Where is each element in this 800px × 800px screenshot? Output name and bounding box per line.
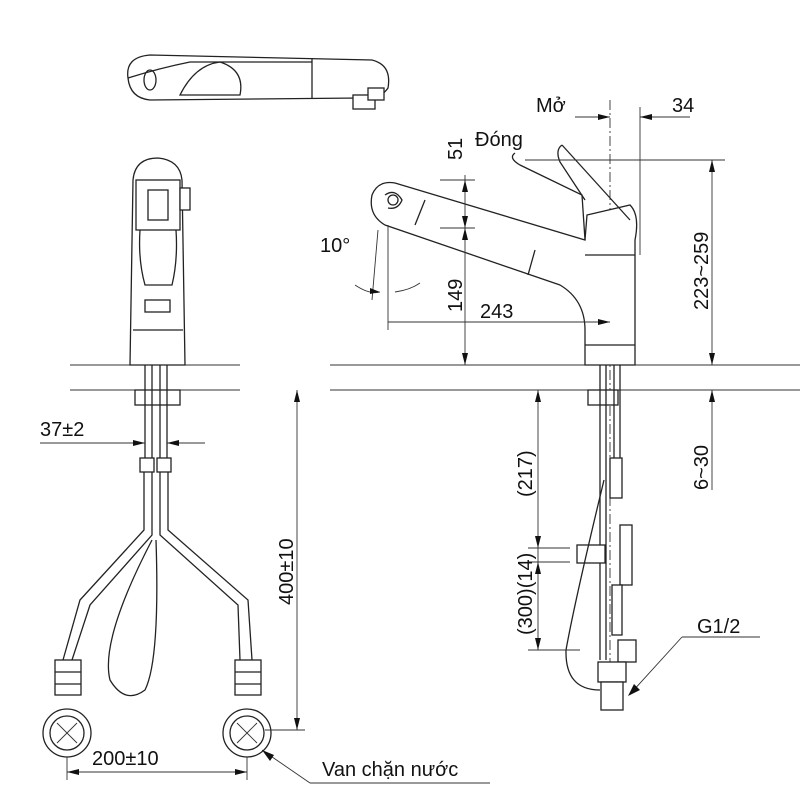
front-view [42,157,272,758]
label-open: Mở [536,95,566,117]
dim-spout-height: 149 [445,279,467,312]
label-thread-size: G1/2 [697,616,740,638]
dim-hose-length: 400±10 [276,538,298,605]
dim-lever-offset: 34 [672,95,694,117]
dim-spout-angle: 10° [320,235,350,257]
dim-valve-spacing: 200±10 [92,748,159,770]
dim-lower-length: (300)(14) [515,553,537,635]
dim-hose-spacing: 37±2 [40,419,84,441]
dim-total-height: 223~259 [691,232,713,310]
top-view [127,54,390,110]
label-closed: Đóng [475,129,523,151]
dim-spout-reach: 243 [480,301,513,323]
dimension-lines [40,107,760,784]
side-view [370,100,638,711]
label-valve-name: Van chặn nước [322,759,458,781]
dim-deck-thickness: 6~30 [691,445,713,490]
dim-spout-head-height: 51 [445,138,467,160]
dim-upper-length: (217) [515,450,537,497]
deck-lines [70,364,800,391]
